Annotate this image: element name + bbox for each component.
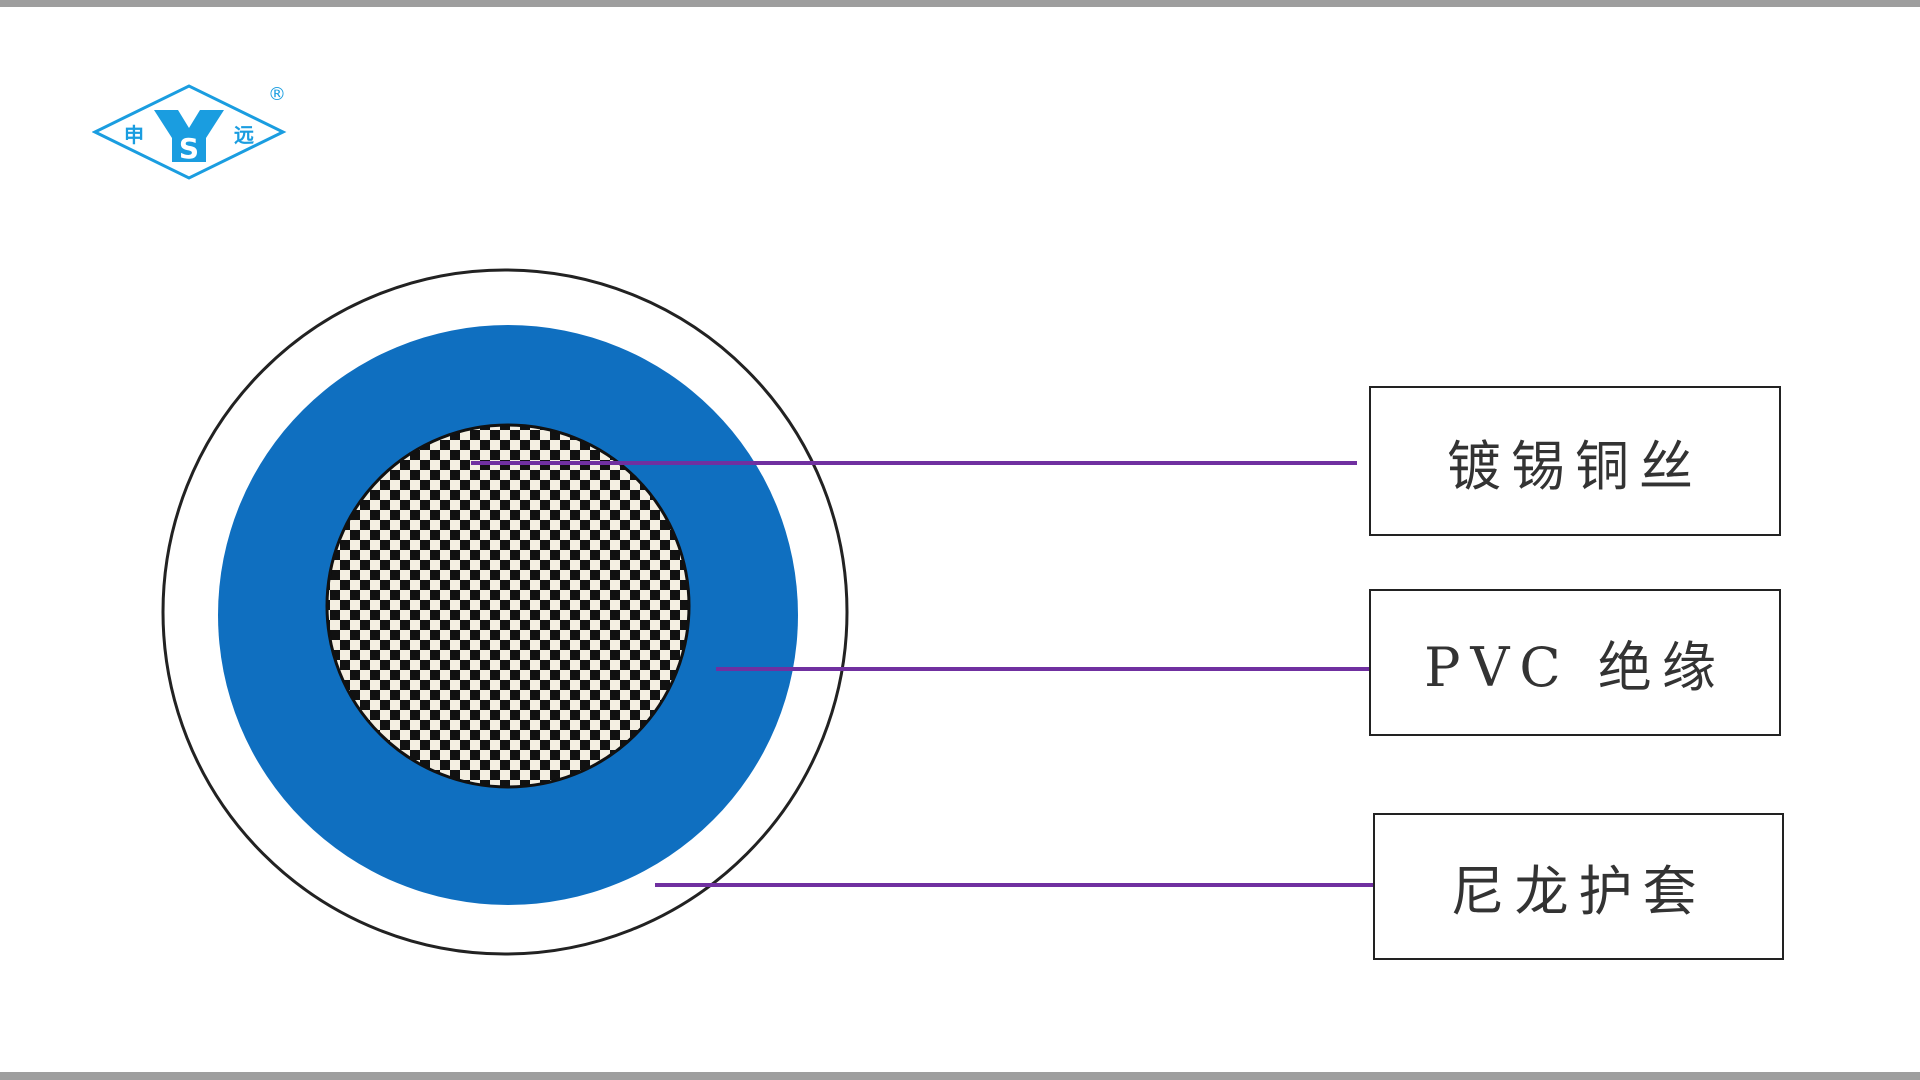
registered-mark: ® — [268, 84, 286, 105]
label-box-conductor: 镀锡铜丝 — [1369, 386, 1781, 536]
svg-text:远: 远 — [234, 123, 254, 147]
bottom-border-bar — [0, 1072, 1920, 1080]
top-border-bar — [0, 0, 1920, 7]
svg-text:申: 申 — [124, 123, 144, 147]
tinned-copper-conductor — [325, 423, 691, 789]
label-conductor: 镀锡铜丝 — [1447, 434, 1703, 498]
label-insulation: PVC 绝缘 — [1424, 636, 1726, 699]
label-box-insulation: PVC 绝缘 — [1369, 589, 1781, 736]
company-logo: S 申 远 — [92, 84, 287, 180]
svg-text:S: S — [179, 132, 199, 165]
label-sheath: 尼龙护套 — [1450, 860, 1707, 923]
label-box-sheath: 尼龙护套 — [1373, 813, 1784, 960]
